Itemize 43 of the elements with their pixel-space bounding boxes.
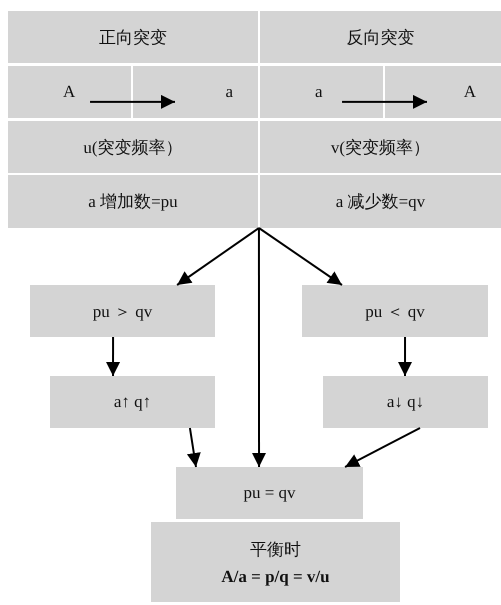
arrow (252, 228, 266, 467)
process-box (323, 376, 488, 428)
process-box (151, 522, 400, 602)
box-shape (8, 11, 501, 228)
node-text: u(突变频率） (83, 136, 183, 158)
node-text: a↓ q↓ (386, 392, 424, 412)
process-box (50, 376, 215, 428)
node-text: pu ＞ qv (92, 300, 152, 322)
table-cell (260, 121, 501, 173)
process-box (176, 467, 363, 519)
arrow (186, 428, 201, 468)
process-box (302, 285, 488, 337)
node-text: 平衡时 (250, 538, 301, 560)
table-cell (8, 66, 131, 118)
table-cell (260, 175, 501, 228)
arrow (258, 227, 343, 286)
node-text: A/a = p/q = v/u (221, 566, 330, 586)
node-text: a 增加数=pu (88, 191, 178, 213)
node-text: pu = qv (243, 483, 296, 503)
node-text: A (464, 82, 476, 102)
node-text: 正向突变 (99, 26, 167, 48)
arrow (344, 427, 420, 468)
node-text: 反向突变 (346, 26, 414, 48)
table-cell (8, 11, 258, 63)
table-cell (8, 175, 258, 228)
node-text: v(突变频率） (330, 136, 430, 158)
table-cell (260, 11, 501, 63)
node-text: a (225, 82, 233, 102)
arrow (176, 227, 260, 286)
node-text: a↑ q↑ (114, 392, 152, 412)
arrow (106, 337, 120, 376)
arrow (90, 94, 175, 109)
table-cell (8, 121, 258, 173)
process-box (30, 285, 215, 337)
node-text: a 减少数=qv (336, 191, 426, 213)
node-text: a (315, 82, 323, 102)
node-text: pu ＜ qv (365, 300, 425, 322)
arrow (342, 94, 427, 109)
table-cell (385, 66, 501, 118)
node-text: A (63, 82, 76, 102)
table-cell (133, 66, 258, 118)
table-cell (260, 66, 383, 118)
arrow (398, 337, 412, 376)
